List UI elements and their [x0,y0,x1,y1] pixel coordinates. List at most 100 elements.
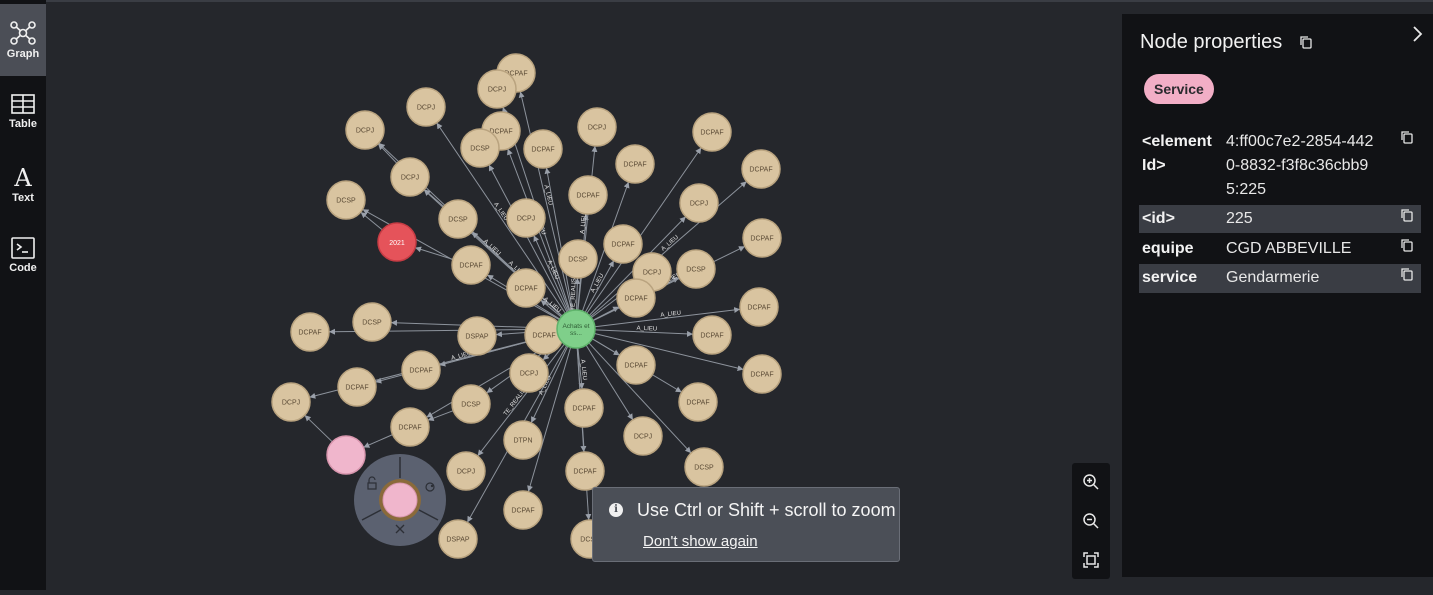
relationship-edge[interactable] [304,414,333,443]
relationship-edge[interactable] [586,147,702,314]
relationship-edge[interactable] [533,235,569,312]
label-badge-service[interactable]: Service [1144,74,1214,104]
graph-node[interactable]: DCSP [326,180,366,220]
relationship-edge[interactable] [540,299,562,318]
year-node[interactable]: 2021 [377,222,417,262]
graph-node[interactable]: DCPAF [742,354,782,394]
graph-node[interactable]: DCPAF [390,407,430,447]
graph-node[interactable]: DCSP [460,128,500,168]
relationship-edge[interactable] [577,347,585,390]
graph-node[interactable]: DCPAF [742,218,782,258]
node-label: DCPAF [623,162,646,169]
relationship-edge[interactable] [592,245,746,322]
relationship-edge[interactable] [544,167,574,311]
dont-show-again-link[interactable]: Don't show again [643,533,758,550]
fit-view-button[interactable] [1081,550,1101,570]
node-label: DCPAF [398,425,421,432]
graph-node[interactable]: DCPAF [603,224,643,264]
relationship-edge[interactable] [585,344,634,421]
zoom-in-button[interactable] [1081,472,1101,492]
graph-node[interactable]: DCPAF [692,315,732,355]
relationship-edge[interactable] [588,342,692,454]
graph-visualization[interactable]: A_LIEUA_LIEUA_LIEUA_LIEUA_LIEUA_LIEUA_LI… [46,2,1122,590]
graph-node[interactable]: DCSP [558,239,598,279]
relationship-edge[interactable] [527,347,572,492]
graph-node[interactable]: DCPAF [564,388,604,428]
zoom-out-button[interactable] [1081,511,1101,531]
sidebar-item-table[interactable]: Table [0,76,46,148]
relationship-edge[interactable] [594,307,741,328]
graph-node[interactable]: DCPAF [565,451,605,491]
graph-node[interactable]: DCPAF [523,129,563,169]
graph-node[interactable]: DCPJ [506,198,546,238]
relationship-edge[interactable] [530,345,569,424]
expand-icon[interactable] [425,482,435,492]
graph-node[interactable]: DSPAP [457,316,497,356]
relationship-edge[interactable] [574,277,581,311]
graph-node[interactable]: DCPAF [739,287,779,327]
relationship-edge[interactable] [576,347,592,521]
graph-node[interactable]: DCSP [451,384,491,424]
relationship-edge[interactable] [377,143,398,164]
graph-node[interactable]: DCSP [684,447,724,487]
graph-node[interactable]: DCPJ [406,87,446,127]
graph-node[interactable]: DCPAF [568,175,608,215]
sidebar-item-text[interactable]: A Text [0,148,46,220]
relationship-edge[interactable] [584,260,615,313]
relationship-edge[interactable] [488,164,568,313]
graph-node[interactable]: DCSP [438,199,478,239]
graph-node[interactable]: DCPJ [623,416,663,456]
copy-icon[interactable] [1400,238,1414,252]
relationship-edge[interactable] [590,181,747,317]
relationship-edge[interactable] [518,91,573,311]
graph-node[interactable]: DSPAP [438,519,478,559]
graph-node[interactable]: DCPAF [401,350,441,390]
graph-node[interactable]: DCPAF [678,382,718,422]
node-label: DCSP [470,146,490,153]
graph-node[interactable]: DCPJ [509,353,549,393]
service-node[interactable] [326,435,366,475]
graph-node[interactable]: DTPN [503,420,543,460]
graph-node[interactable]: DCPAF [741,149,781,189]
graph-node[interactable]: DCPJ [477,69,517,109]
graph-node[interactable]: DCPJ [390,157,430,197]
graph-node[interactable]: DCPAF [290,312,330,352]
graph-node[interactable]: DCPAF [451,245,491,285]
relationship-edge[interactable] [477,343,565,457]
graph-node[interactable]: DCPAF [337,367,377,407]
relationship-edge[interactable] [594,332,744,372]
copy-icon[interactable] [1299,35,1313,49]
graph-node[interactable]: DCPJ [345,110,385,150]
graph-node[interactable]: DCPJ [271,382,311,422]
graph-node[interactable]: DCSP [352,302,392,342]
sidebar-item-code[interactable]: Code [0,220,46,292]
copy-icon[interactable] [1400,130,1414,144]
relationship-edge[interactable] [423,189,445,207]
graph-node[interactable]: DCPAF [616,345,656,385]
relationship-edge[interactable] [363,434,393,448]
selected-node-menu[interactable] [354,454,446,546]
copy-icon[interactable] [1400,208,1414,222]
sidebar-item-graph[interactable]: Graph [0,4,46,76]
graph-node[interactable]: DCPJ [577,107,617,147]
graph-node[interactable]: DCPJ [446,451,486,491]
graph-node[interactable]: DCPAF [506,268,546,308]
relationship-edge[interactable] [427,410,454,421]
relationship-edge[interactable] [594,329,694,337]
graph-node[interactable]: DCPAF [692,112,732,152]
copy-icon[interactable] [1400,267,1414,281]
graph-node[interactable]: DCPJ [679,183,719,223]
chevron-right-icon[interactable] [1410,24,1424,44]
dismiss-icon[interactable] [395,524,405,534]
relationship-edge[interactable] [360,211,383,231]
relationship-edge[interactable] [414,246,454,260]
graph-node[interactable]: DCPAF [615,144,655,184]
graph-node[interactable]: DCPAF [503,490,543,530]
relationship-edge[interactable] [577,145,598,311]
graph-node[interactable]: DCPAF [616,278,656,318]
graph-node[interactable]: DCSP [676,249,716,289]
left-sidebar: Graph Table A Text Code [0,0,46,590]
lock-icon[interactable] [367,476,377,490]
